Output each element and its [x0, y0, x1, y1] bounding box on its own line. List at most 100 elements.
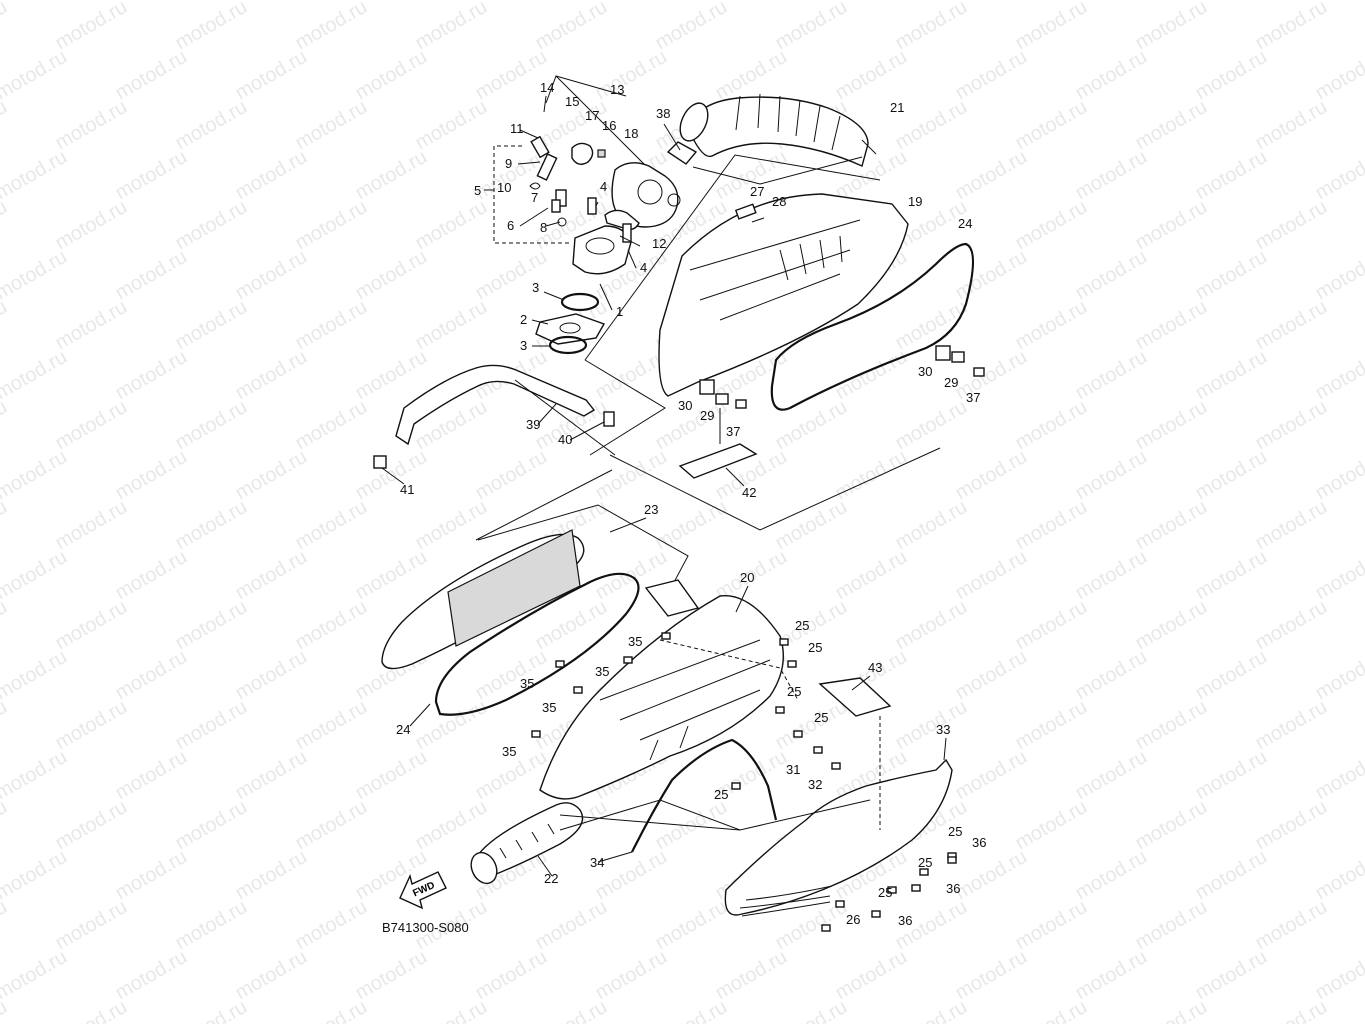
- watermark-text: motod.ru: [1072, 546, 1151, 605]
- insulator-2: [535, 313, 606, 345]
- callout-13: 13: [610, 82, 624, 97]
- insulator-hole: [559, 322, 581, 334]
- watermark-text: motod.ru: [0, 696, 11, 755]
- watermark-text: motod.ru: [1072, 246, 1151, 305]
- watermark-text: motod.ru: [1132, 196, 1211, 255]
- watermark-text: motod.ru: [112, 446, 191, 505]
- watermark-text: motod.ru: [1192, 46, 1271, 105]
- callout-30-right: 30: [918, 364, 932, 379]
- watermark-text: motod.ru: [772, 396, 851, 455]
- watermark-text: motod.ru: [112, 846, 191, 905]
- watermark-text: motod.ru: [1012, 396, 1091, 455]
- watermark-text: motod.ru: [952, 646, 1031, 705]
- watermark-text: motod.ru: [1012, 296, 1091, 355]
- watermark-text: motod.ru: [0, 746, 71, 805]
- watermark-text: motod.ru: [0, 196, 11, 255]
- screw: [871, 910, 881, 918]
- watermark-text: motod.ru: [1012, 696, 1091, 755]
- throttle-port: [667, 193, 681, 207]
- watermark-text: motod.ru: [0, 346, 71, 405]
- callout-29-right: 29: [944, 375, 958, 390]
- watermark-text: motod.ru: [412, 196, 491, 255]
- callout-25-b: 25: [808, 640, 822, 655]
- watermark-text: motod.ru: [352, 946, 431, 1005]
- callout-37-left: 37: [726, 424, 740, 439]
- callout-38: 38: [656, 106, 670, 121]
- watermark-text: motod.ru: [172, 896, 251, 955]
- assembly-guide: [475, 469, 613, 541]
- watermark-text: motod.ru: [52, 696, 131, 755]
- watermark-text: motod.ru: [1132, 696, 1211, 755]
- throttle-body-assembly: [484, 75, 681, 355]
- assembly-guide: [477, 504, 689, 587]
- watermark-text: motod.ru: [172, 296, 251, 355]
- watermark-text: motod.ru: [1252, 696, 1331, 755]
- fwd-arrow-shape: [399, 871, 447, 910]
- watermark-text: motod.ru: [172, 696, 251, 755]
- callout-24-lower: 24: [396, 722, 410, 737]
- screws: [531, 632, 957, 932]
- watermark-text: motod.ru: [352, 746, 431, 805]
- watermark-text: motod.ru: [952, 46, 1031, 105]
- watermark-text: motod.ru: [832, 546, 911, 605]
- watermark-text: motod.ru: [892, 996, 971, 1024]
- element-42: [678, 443, 758, 479]
- screw: [775, 706, 785, 714]
- watermark-text: motod.ru: [652, 996, 731, 1024]
- screw: [793, 730, 803, 738]
- callout-25-e: 25: [714, 787, 728, 802]
- watermark-text: motod.ru: [892, 596, 971, 655]
- watermark-text: motod.ru: [472, 446, 551, 505]
- callout-21: 21: [890, 100, 904, 115]
- subassembly-bracket: [493, 145, 570, 244]
- leader-line: [861, 139, 877, 155]
- watermark-text: motod.ru: [292, 196, 371, 255]
- watermark-text: motod.ru: [1252, 196, 1331, 255]
- watermark-text: motod.ru: [292, 796, 371, 855]
- callout-6: 6: [507, 218, 514, 233]
- watermark-text: motod.ru: [232, 346, 311, 405]
- watermark-text: motod.ru: [292, 596, 371, 655]
- watermark-text: motod.ru: [1132, 896, 1211, 955]
- watermark-text: motod.ru: [52, 596, 131, 655]
- injector-9: [536, 153, 558, 181]
- watermark-text: motod.ru: [952, 846, 1031, 905]
- watermark-text: motod.ru: [0, 596, 11, 655]
- callout-41: 41: [400, 482, 414, 497]
- watermark-text: motod.ru: [1012, 996, 1091, 1024]
- callout-35-d: 35: [542, 700, 556, 715]
- fwd-arrow: FWD: [399, 871, 447, 910]
- seal-34: [631, 738, 778, 853]
- callout-16: 16: [602, 118, 616, 133]
- callout-17: 17: [585, 108, 599, 123]
- callout-32: 32: [808, 777, 822, 792]
- watermark-text: motod.ru: [1252, 996, 1331, 1024]
- duct-ribs: [735, 93, 841, 151]
- screw: [947, 856, 957, 864]
- watermark-text: motod.ru: [112, 746, 191, 805]
- watermark-text: motod.ru: [1252, 496, 1331, 555]
- screw: [531, 730, 541, 738]
- bolt-4-lower: [622, 223, 632, 243]
- gasket-24-lower: [434, 572, 640, 716]
- collar-29-right: [951, 351, 965, 363]
- watermark-text: motod.ru: [352, 146, 431, 205]
- watermark-text: motod.ru: [52, 196, 131, 255]
- callout-5: 5: [474, 183, 481, 198]
- hose-22-opening: [470, 851, 498, 885]
- watermark-text: motod.ru: [652, 796, 731, 855]
- watermark-text: motod.ru: [1132, 0, 1211, 54]
- watermark-text: motod.ru: [652, 0, 731, 54]
- watermark-text: motod.ru: [352, 546, 431, 605]
- watermark-text: motod.ru: [0, 796, 11, 855]
- watermark-text: motod.ru: [592, 946, 671, 1005]
- watermark-text: motod.ru: [1192, 546, 1271, 605]
- bracket: [644, 579, 700, 617]
- screw: [821, 924, 831, 932]
- watermark-text: motod.ru: [112, 546, 191, 605]
- joint-bore: [585, 237, 615, 255]
- callout-37-right: 37: [966, 390, 980, 405]
- watermark-text: motod.ru: [1012, 596, 1091, 655]
- callout-24-upper: 24: [958, 216, 972, 231]
